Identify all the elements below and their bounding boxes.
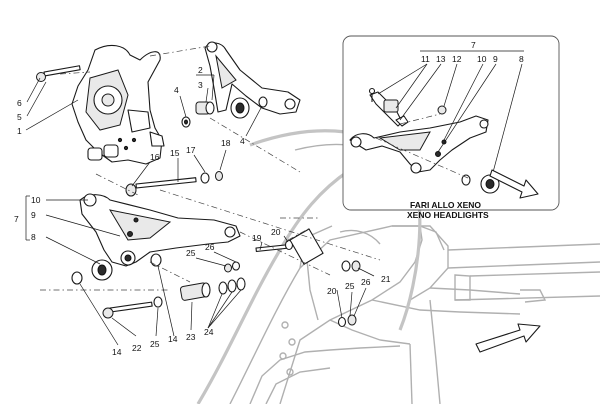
callout-26-right: 26 [361,277,371,287]
callout-numbers: 6 5 1 2 3 4 4 16 15 17 18 10 9 7 8 14 22… [14,40,524,357]
bushing-23 [179,277,246,301]
callout-18: 18 [221,138,231,148]
washer-14-left [71,271,83,285]
inset-caption-en: XENO HEADLIGHTS [407,210,489,220]
inset-caption-it: FARI ALLO XENO [410,200,481,210]
bushing-8 [91,259,113,281]
callout-5: 5 [17,112,22,122]
callout-21: 21 [381,274,391,284]
callout-19: 19 [252,233,262,243]
callout-14-left: 14 [112,347,122,357]
callout-9: 9 [31,210,36,220]
callout-4-left: 4 [174,85,179,95]
callout-25-bottom: 25 [150,339,160,349]
bolt-6 [36,65,81,82]
inset-callout-11: 11 [421,54,430,64]
washer-14-mid [150,253,162,267]
lower-control-arm [79,193,241,267]
callout-25-right: 25 [345,281,355,291]
bolt-19 [224,239,294,273]
callout-20-right: 20 [327,286,337,296]
inset-callout-9: 9 [493,54,498,64]
upper-control-arm [181,41,301,128]
callout-17: 17 [186,145,196,155]
callout-22: 22 [132,343,142,353]
bolt-22 [102,296,163,319]
callout-7: 7 [14,214,19,224]
callout-1: 1 [17,126,22,136]
direction-arrow-icon [475,323,541,353]
callout-16: 16 [150,152,160,162]
callout-8: 8 [31,232,36,242]
leader-lines [25,74,375,346]
inset-callout-10: 10 [477,54,487,64]
inset-callout-12: 12 [452,54,462,64]
callout-2: 2 [198,65,203,75]
callout-15: 15 [170,148,180,158]
callout-23: 23 [186,332,196,342]
callout-6: 6 [17,98,22,108]
inset-callout-13: 13 [436,54,446,64]
callout-3: 3 [198,80,203,90]
hub-carrier [71,44,165,165]
nuts-right [289,228,361,328]
inset-callout-7: 7 [471,40,476,50]
inset-xeno-headlights [342,35,560,211]
assembly-lines [40,45,381,291]
callout-14-mid: 14 [168,334,178,344]
callout-10: 10 [31,195,41,205]
inset-callout-8: 8 [519,54,524,64]
direction-arrow-icon [489,169,539,199]
callout-20-top: 20 [271,227,281,237]
callout-4-right: 4 [240,136,245,146]
callout-24: 24 [204,327,214,337]
callout-25-mid: 25 [186,248,196,258]
callout-26-mid: 26 [205,242,215,252]
